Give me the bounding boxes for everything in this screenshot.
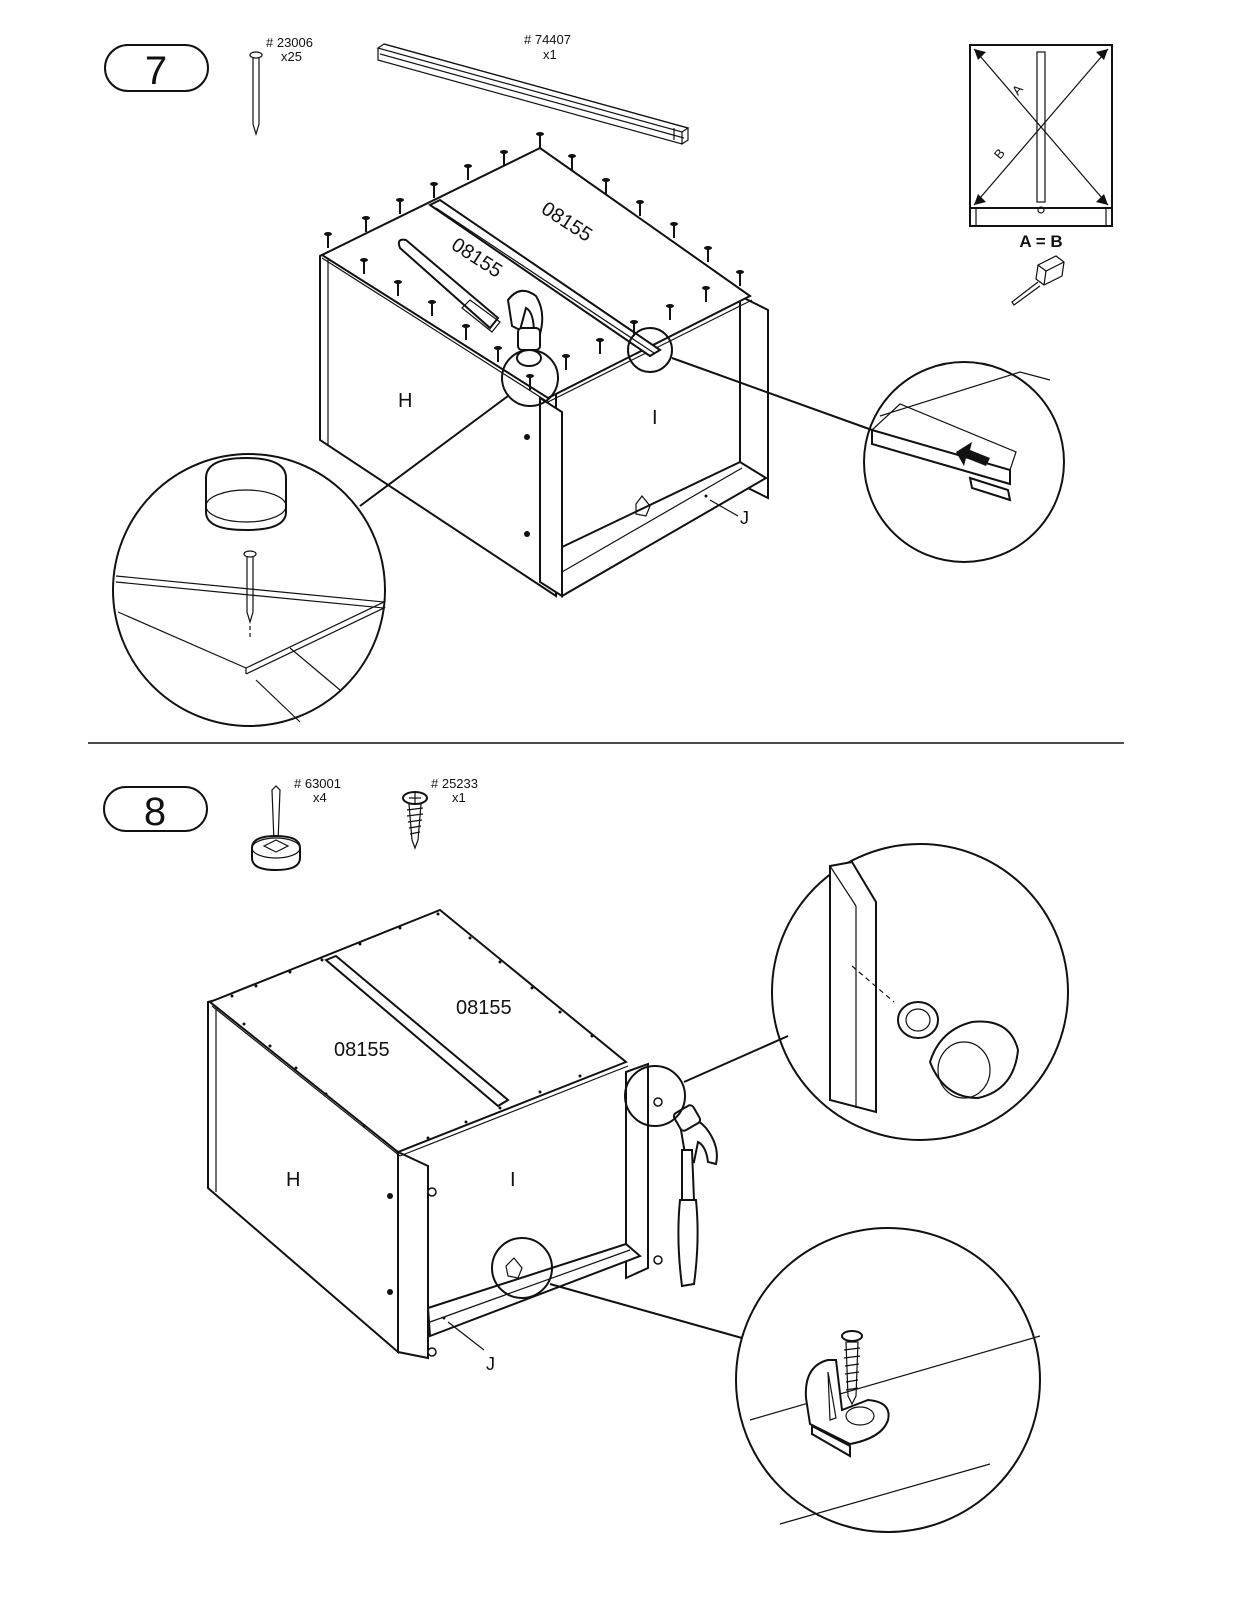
hammer-icon bbox=[672, 1104, 718, 1288]
step-8: 8 # 63001 x4 # 25233 x1 bbox=[103, 776, 1069, 1533]
screw-part: # 25233 x1 bbox=[402, 776, 478, 850]
nail-part: # 23006 x25 bbox=[249, 35, 313, 137]
nail-code: # 23006 bbox=[266, 35, 313, 50]
glide-qty: x4 bbox=[313, 790, 327, 805]
rail-code: # 74407 bbox=[524, 32, 571, 47]
square-check-diagram: A B A = B bbox=[969, 44, 1113, 251]
cabinet-step-7: 08155 08155 H I J bbox=[319, 131, 769, 598]
square-rule: A = B bbox=[1019, 232, 1062, 251]
diagonal-b: B bbox=[991, 146, 1008, 162]
nail-detail-callout bbox=[112, 453, 387, 727]
top-panel-label-2: 08155 bbox=[334, 1039, 390, 1061]
step-7-badge: 7 bbox=[104, 44, 209, 93]
side-h-label: H bbox=[398, 390, 412, 412]
hammer-icon bbox=[397, 238, 544, 367]
rail-qty: x1 bbox=[543, 47, 557, 62]
step-8-badge: 8 bbox=[103, 786, 208, 834]
step-7: 7 # 23006 x25 # 74407 x1 bbox=[104, 32, 1113, 727]
screw-detail-callout bbox=[735, 1227, 1041, 1533]
glide-part: # 63001 x4 bbox=[251, 776, 341, 872]
side-i-label: I bbox=[510, 1169, 516, 1191]
side-i-label: I bbox=[652, 407, 658, 429]
cabinet-step-8: 08155 08155 H I J bbox=[207, 908, 718, 1374]
nail-qty: x25 bbox=[281, 49, 302, 64]
zoom-line-nail bbox=[359, 395, 509, 507]
zoom-line-glide bbox=[683, 1035, 789, 1083]
bottom-j-label: J bbox=[740, 508, 749, 528]
step-number: 7 bbox=[145, 49, 167, 93]
side-h-label: H bbox=[286, 1169, 300, 1191]
rail-part: # 74407 x1 bbox=[376, 32, 690, 145]
top-panel-label-1: 08155 bbox=[456, 997, 512, 1019]
nail-heads bbox=[230, 912, 594, 1140]
diagonal-a: A bbox=[1009, 81, 1026, 98]
screw-qty: x1 bbox=[452, 790, 466, 805]
zoom-line-rail bbox=[671, 357, 873, 431]
bottom-j-label: J bbox=[486, 1354, 495, 1374]
zoom-line-screw bbox=[549, 1283, 743, 1339]
tape-measure-icon bbox=[1011, 255, 1065, 306]
screw-code: # 25233 bbox=[431, 776, 478, 791]
step-number: 8 bbox=[144, 790, 166, 834]
glide-detail-callout bbox=[771, 843, 1069, 1141]
glide-code: # 63001 bbox=[294, 776, 341, 791]
rail-detail-callout bbox=[863, 361, 1065, 563]
